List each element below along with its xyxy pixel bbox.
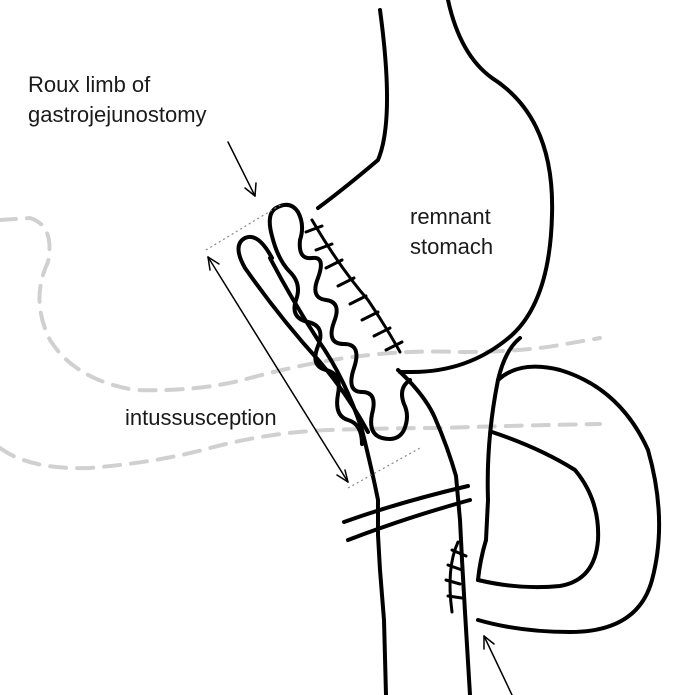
intussusception-length-arrow [207,256,349,483]
remnant-stomach [316,0,555,374]
suture-line-jejunojejunostomy [444,540,468,614]
suture-line-stomach [304,218,404,354]
roux-label-line-1: Roux limb of [28,72,151,97]
remnant-stomach-label: remnant stomach [410,202,493,262]
bottom-pointer-arrow [483,635,513,695]
intussusception-label: intussusception [125,405,277,430]
roux-limb-label: Roux limb of gastrojejunostomy [28,70,207,130]
jejunal-loop [476,336,662,634]
roux-limb-pointer-arrow [227,141,257,197]
cut-mark [342,484,472,542]
dashed-bowel-outline [0,215,602,471]
roux-label-line-2: gastrojejunostomy [28,102,207,127]
stomach-label-line-1: remnant [410,204,491,229]
roux-limb [236,235,472,695]
stomach-label-line-2: stomach [410,234,494,259]
intussusception-guides [205,203,421,489]
intussusceptum-wavy-wall [267,202,412,446]
